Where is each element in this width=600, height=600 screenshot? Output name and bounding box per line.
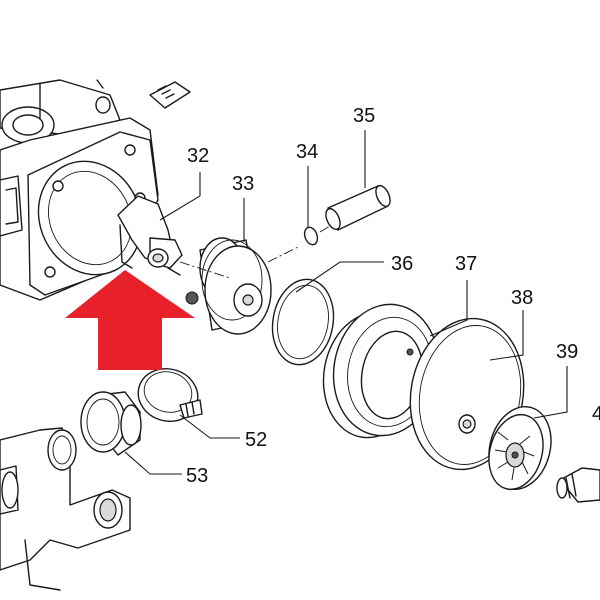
part-32-bracket [117,195,183,276]
label-part-40: 4 [592,403,600,425]
label-part-36: 36 [391,253,413,275]
label-part-35: 35 [353,105,375,127]
part-40-bolt [556,467,600,503]
part-53-sleeve [80,391,142,456]
part-36-oring [271,278,335,366]
label-part-52: 52 [245,429,267,451]
label-part-33: 33 [232,173,254,195]
label-part-53: 53 [186,465,208,487]
label-part-38: 38 [511,287,533,309]
part-39-plate [488,405,552,491]
label-part-37: 37 [455,253,477,275]
label-part-34: 34 [296,141,318,163]
part-labels: 32 33 34 35 36 37 38 39 4 52 53 [186,105,600,487]
assembly-axis [179,225,331,279]
up-arrow-icon [65,270,195,370]
leader-lines [124,130,568,475]
part-35-pin [325,184,391,231]
label-part-39: 39 [556,341,578,363]
manifold [0,427,131,591]
part-52-clamp [137,368,203,422]
label-part-32: 32 [187,145,209,167]
part-34-clip [303,226,319,246]
part-33-piston [185,237,272,335]
